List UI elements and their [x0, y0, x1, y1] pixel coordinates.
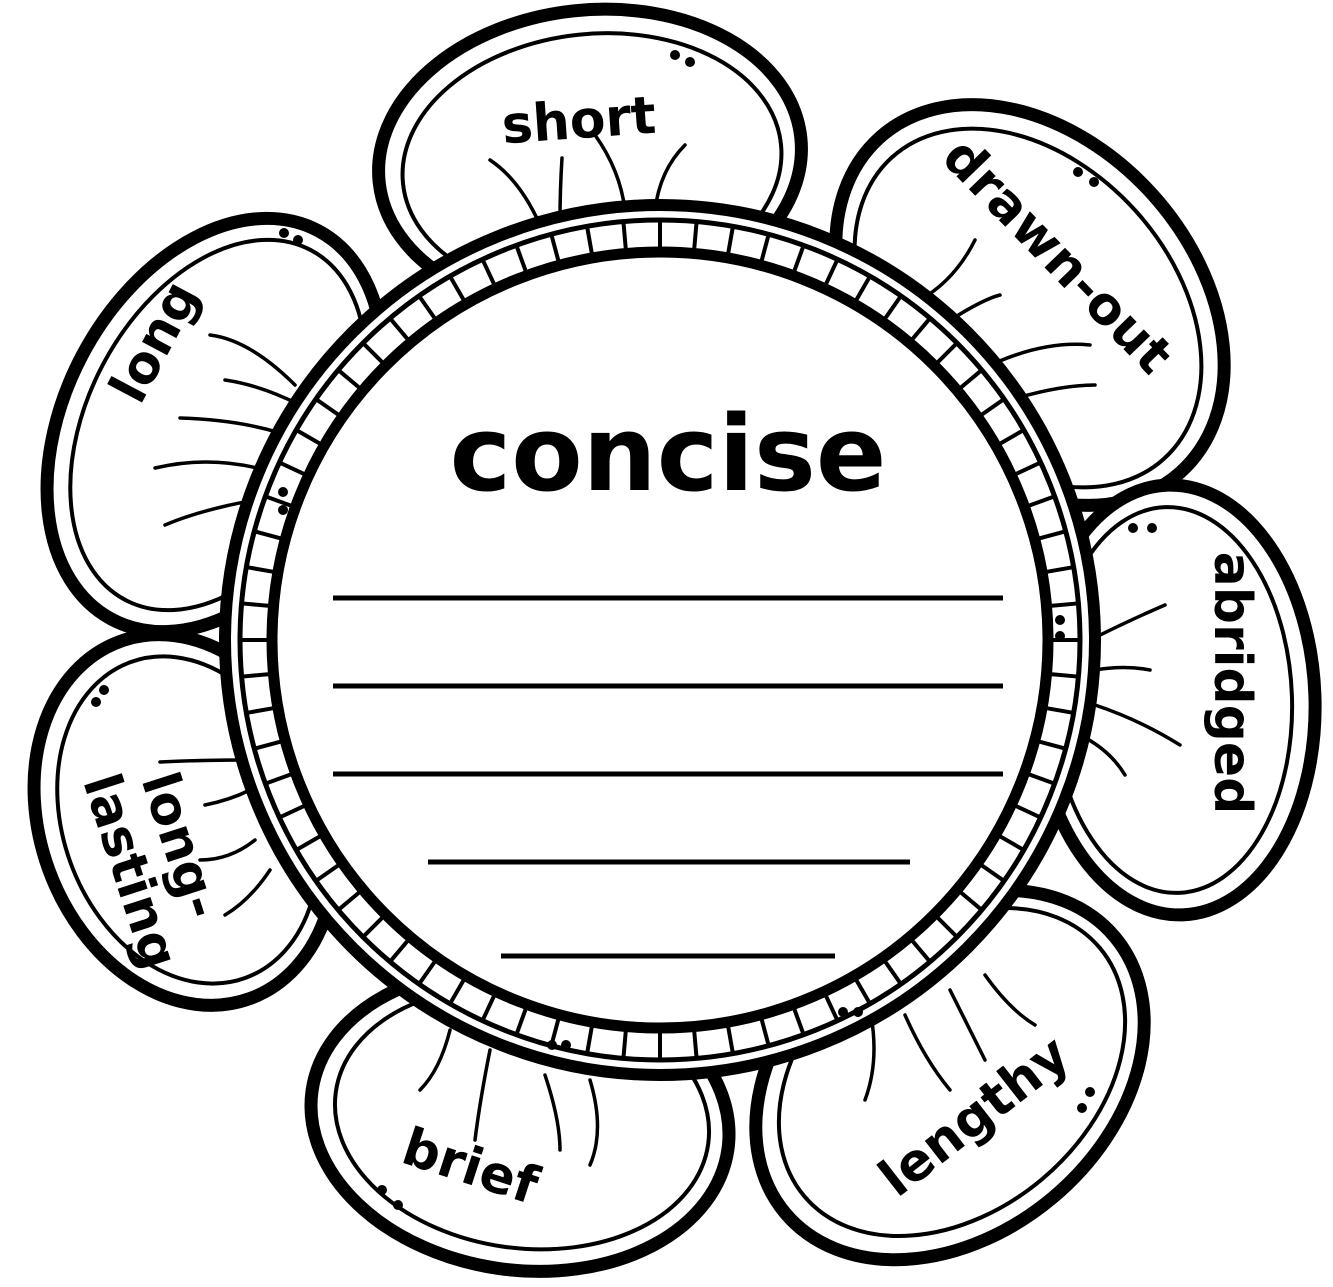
ring-tick [1051, 604, 1077, 606]
ring-tick [694, 1031, 696, 1057]
ring-tick [244, 674, 270, 676]
ring-tick [244, 604, 270, 606]
petal-label-short: short [500, 86, 658, 157]
center-word: concise [450, 393, 887, 515]
ring-tick [1051, 674, 1077, 676]
ring-tick [624, 224, 626, 250]
ring-tick [694, 224, 696, 250]
ring-tick [624, 1031, 626, 1057]
center-ring [225, 205, 1095, 1075]
petal-label-abridged: abridged [1202, 552, 1262, 815]
